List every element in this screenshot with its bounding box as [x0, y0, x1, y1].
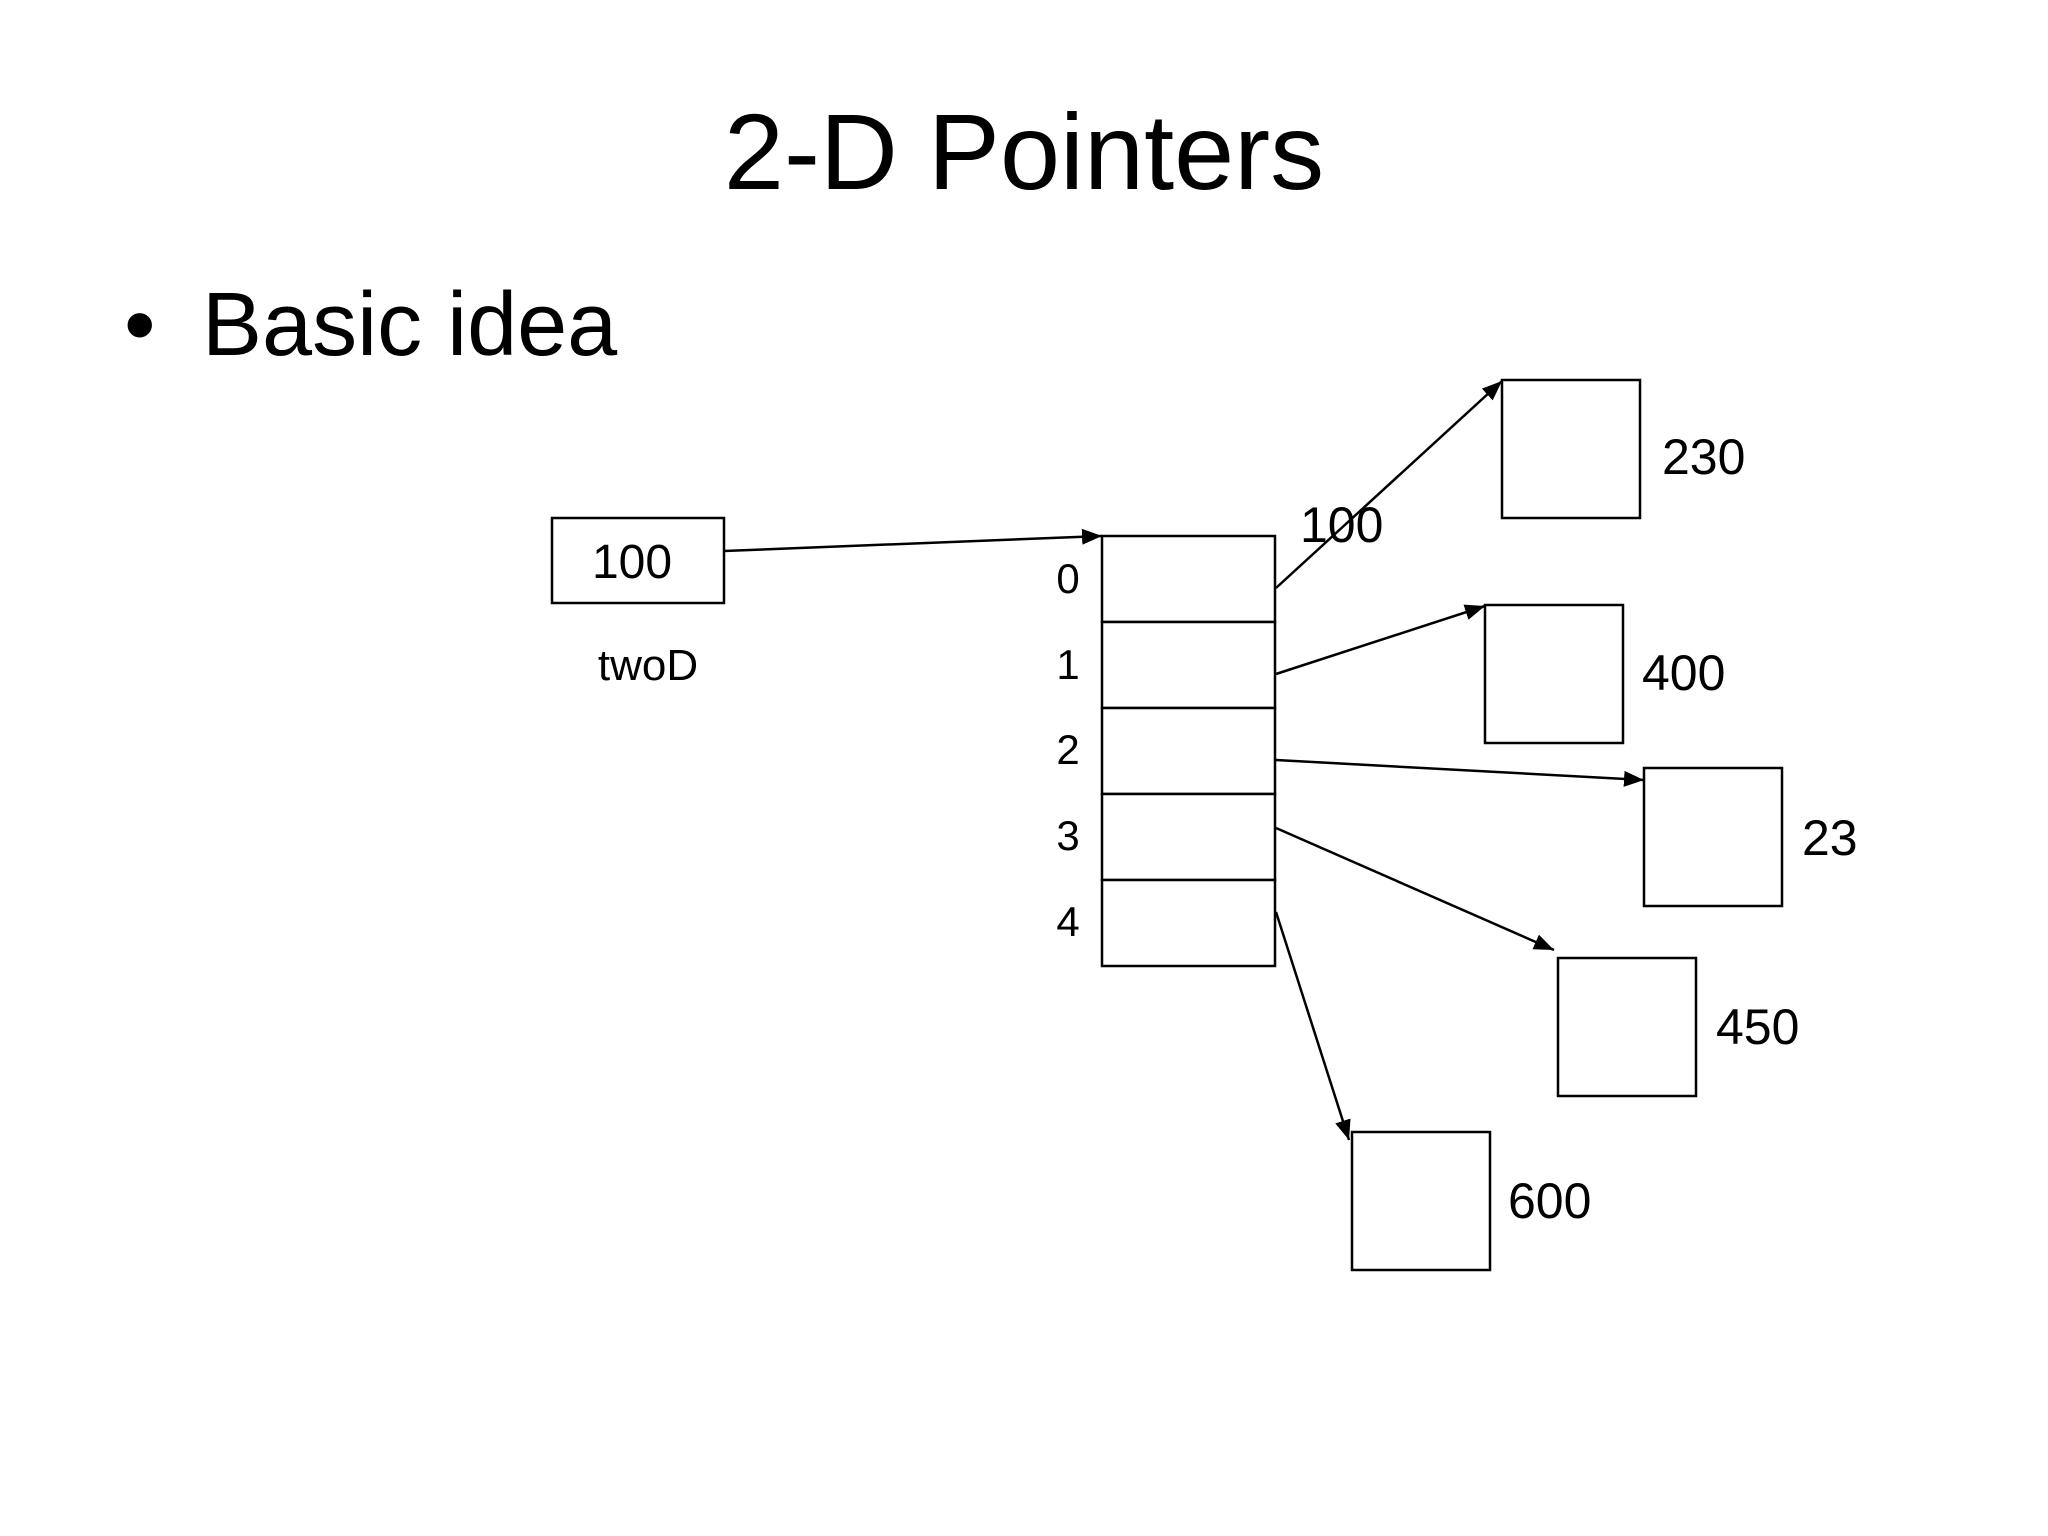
- target-label-4: 600: [1508, 1173, 1591, 1229]
- cell-arrow-3: [1275, 826, 1555, 952]
- pointer-arrow: [723, 528, 1103, 553]
- target-box-3: [1556, 956, 1698, 1098]
- array-address-label: 100: [1300, 497, 1383, 553]
- target-box-2: [1642, 766, 1784, 908]
- array-index-3: 3: [1056, 812, 1079, 859]
- pointer-box: [550, 516, 726, 605]
- array-index-4: 4: [1056, 898, 1079, 945]
- cell-arrow-2: [1275, 758, 1645, 787]
- pointer-value: 100: [592, 536, 672, 589]
- bullet-item: • Basic idea: [124, 272, 617, 378]
- array-index-2: 2: [1056, 726, 1079, 773]
- array-cell-0: [1100, 534, 1277, 624]
- bullet-dot-icon: •: [124, 275, 156, 375]
- cell-arrow-1: [1275, 604, 1486, 676]
- array-cell-2: [1100, 706, 1277, 796]
- target-label-0: 230: [1662, 429, 1745, 485]
- bullet-text: Basic idea: [202, 275, 618, 375]
- target-label-3: 450: [1716, 999, 1799, 1055]
- cell-arrow-4: [1274, 911, 1351, 1141]
- pointer-name: twoD: [598, 641, 698, 690]
- array-cell-4: [1100, 878, 1277, 968]
- array-index-1: 1: [1056, 641, 1079, 688]
- slide-title: 2-D Pointers: [723, 91, 1325, 212]
- pointer-array: [1100, 534, 1277, 968]
- cell-arrow-0: [1275, 380, 1503, 589]
- target-box-1: [1483, 603, 1625, 745]
- target-box-0: [1500, 378, 1642, 520]
- array-cell-3: [1100, 792, 1277, 882]
- target-label-2: 23: [1802, 810, 1858, 866]
- array-cell-1: [1100, 620, 1277, 710]
- target-box-4: [1350, 1130, 1492, 1272]
- array-index-0: 0: [1056, 555, 1079, 602]
- target-label-1: 400: [1642, 645, 1725, 701]
